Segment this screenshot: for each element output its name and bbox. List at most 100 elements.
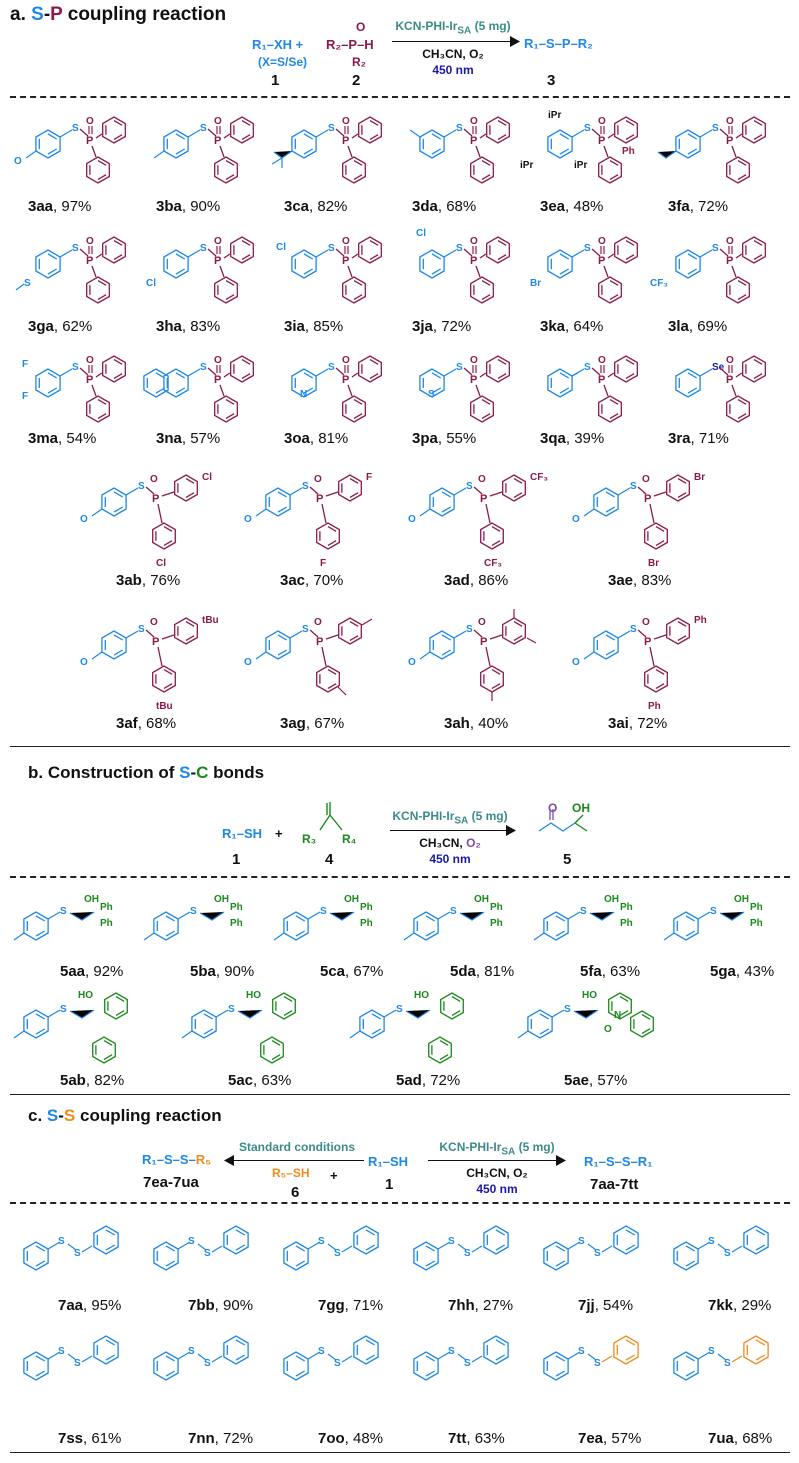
svg-text:S: S [630,624,637,635]
compound-number-1b: 1 [232,851,241,868]
svg-text:tBu: tBu [156,701,173,712]
svg-text:Ph: Ph [622,146,635,157]
arrow-head-right [556,1155,566,1166]
compound-label-3ra: 3ra, 71% [668,430,729,447]
svg-text:P: P [726,135,733,147]
label-separator: , [214,1430,224,1447]
yield-value: 71% [353,1297,384,1314]
section-b-title: b. Construction of S-C bonds [28,763,265,782]
label-separator: , [565,318,574,335]
reagent-r5-sh: R₅–SH [272,1166,310,1180]
svg-text:P: P [480,636,487,648]
compound-label-3aa: 3aa, 97% [28,198,91,215]
compound-label-3ca: 3ca, 82% [284,198,347,215]
product-5-oxo: O [548,801,558,815]
label-separator: , [309,198,318,215]
compound-label-3da: 3da, 68% [412,198,476,215]
svg-text:Ph: Ph [100,918,113,929]
structure-7kk: SS [673,1225,769,1271]
svg-text:O: O [598,236,606,247]
structure-7ua: SS [673,1335,769,1381]
condition-catalyst-b: KCN-PHI-IrSA (5 mg) [392,809,508,827]
svg-text:P: P [598,135,605,147]
label-separator: , [345,963,354,980]
reaction-arrow [392,41,516,42]
yield-value: 68% [146,715,177,732]
svg-text:Ph: Ph [360,902,373,913]
yield-value: 81% [318,430,349,447]
svg-text:S: S [334,1358,341,1369]
compound-code: 3aa [28,198,54,215]
compound-label-7ua: 7ua, 68% [708,1430,772,1447]
svg-text:Ph: Ph [648,701,661,712]
svg-text:S: S [188,1346,195,1357]
svg-text:Ph: Ph [230,902,243,913]
svg-text:CF₃: CF₃ [530,472,548,483]
label-separator: , [733,1297,742,1314]
svg-text:Ph: Ph [694,615,707,626]
compound-label-5fa: 5fa, 63% [580,963,640,980]
svg-text:O: O [478,617,486,628]
structure-3na: SPO [143,355,254,423]
label-separator: , [83,1297,92,1314]
svg-text:tBu: tBu [202,615,219,626]
svg-text:OH: OH [474,894,489,905]
svg-text:S: S [328,123,335,134]
label-separator: , [181,198,191,215]
compound-code: 5fa [580,963,602,980]
compound-code: 3ai [608,715,629,732]
yield-value: 67% [314,715,345,732]
condition-solvent-b: CH₃CN, O₂ [419,836,481,850]
structure-7ea: SS [543,1335,639,1381]
alkene-structure [319,802,343,831]
svg-text:O: O [86,355,94,366]
plus-sign-c: + [330,1168,338,1183]
structure-7gg: SS [283,1225,379,1271]
svg-text:F: F [22,391,28,402]
reagent-r1-sh-c: R₁–SH [368,1154,409,1169]
yield-value: 57% [190,430,221,447]
svg-text:S: S [138,481,145,492]
section-c-divider [10,1202,790,1204]
yield-value: 72% [637,715,668,732]
compound-label-7kk: 7kk, 29% [708,1297,771,1314]
compound-code: 3ca [284,198,310,215]
svg-text:Cl: Cl [276,242,286,253]
compound-code: 3ae [608,572,634,589]
svg-text:CF₃: CF₃ [650,278,668,289]
yield-value: 64% [573,318,604,335]
svg-text:P: P [152,636,159,648]
svg-text:S: S [580,906,587,917]
svg-text:S: S [708,1236,715,1247]
svg-text:iPr: iPr [520,160,533,171]
svg-text:O: O [408,514,416,525]
structure-7aa: SS [23,1225,119,1271]
compound-code: 3ja [412,318,433,335]
label-separator: , [181,318,191,335]
svg-text:O: O [314,617,322,628]
compound-label-5ab: 5ab, 82% [60,1072,124,1089]
svg-text:S: S [72,243,79,254]
svg-text:S: S [428,389,435,400]
yield-value: 57% [611,1430,642,1447]
svg-text:O: O [80,514,88,525]
product-7-left-formula: R₁–S–S–R₅ [142,1152,212,1167]
svg-text:O: O [572,657,580,668]
section-a-end-line [10,746,790,747]
compound-code: 7hh [448,1297,475,1314]
label-separator: , [601,963,611,980]
svg-text:S: S [712,123,719,134]
svg-text:O: O [408,657,416,668]
plus-sign: + [275,826,283,841]
svg-text:S: S [200,243,207,254]
compound-number-3: 3 [547,72,556,89]
structure-7nn: SS [153,1335,249,1381]
yield-value: 70% [313,572,344,589]
compound-code: 5da [450,963,476,980]
yield-value: 97% [61,198,92,215]
svg-text:S: S [712,243,719,254]
condition-standard: Standard conditions [238,1140,355,1154]
